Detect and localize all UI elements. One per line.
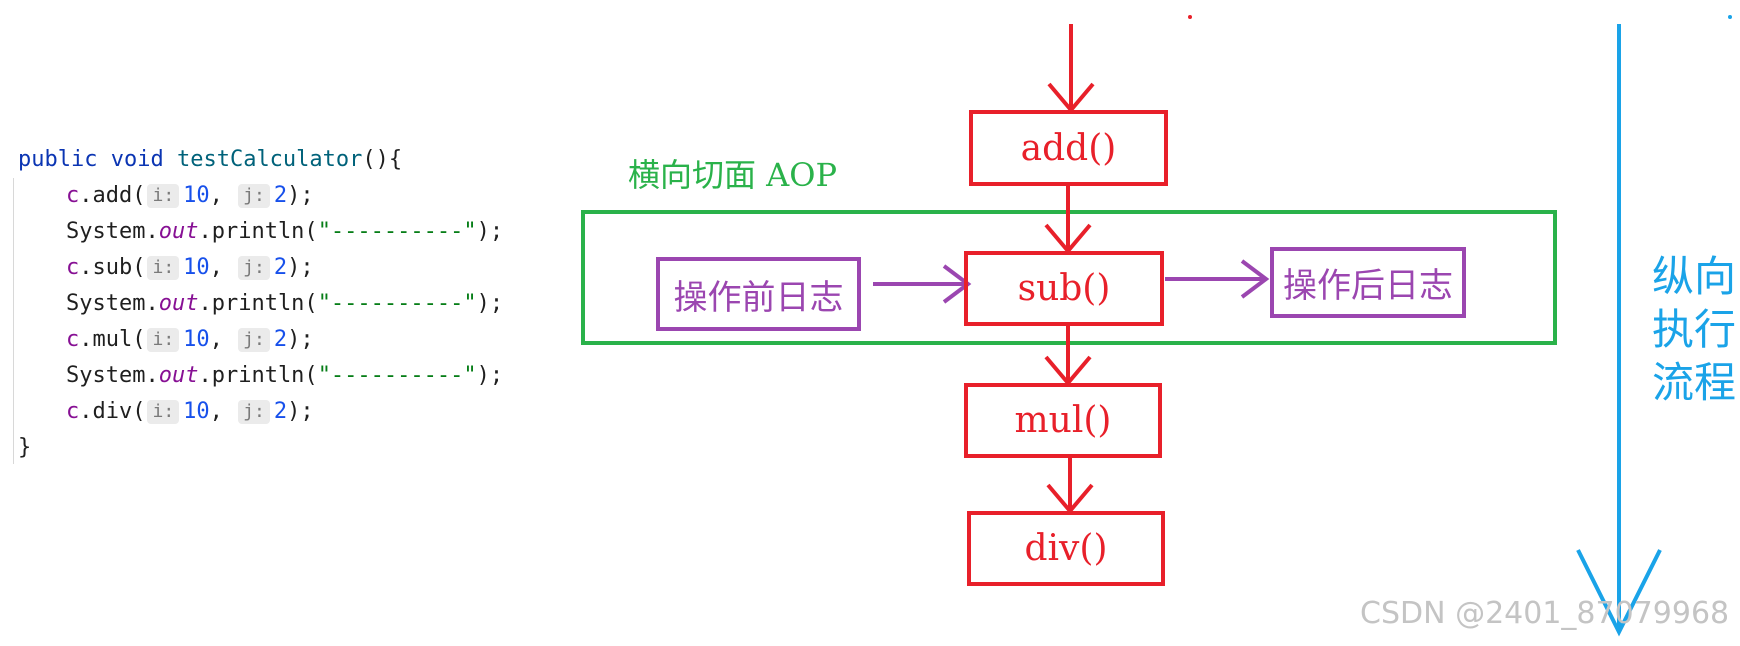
before-log-box: 操作前日志 (656, 257, 861, 331)
code-end: ); (287, 399, 314, 424)
code-obj: c (66, 327, 80, 352)
code-arg: 10 (183, 183, 210, 208)
vertical-label-line: 纵向 (1652, 252, 1737, 301)
code-method: .mul( (79, 327, 146, 352)
execution-arrowhead (1576, 549, 1662, 637)
code-out: out (158, 291, 199, 316)
vertical-label-line: 流程 (1652, 358, 1737, 407)
arrowhead-after (1240, 259, 1270, 299)
sub-box: sub() (964, 251, 1164, 326)
advice-arrows (873, 259, 1270, 304)
watermark: CSDN @2401_87079968 (1360, 596, 1730, 631)
mul-box: mul() (964, 383, 1162, 458)
code-line-sub: c.sub(i:10, j:2); (66, 253, 314, 283)
aspect-label: 横向切面 AOP (628, 156, 838, 194)
execution-flow-arrow (1576, 24, 1662, 637)
code-sep: , (209, 255, 223, 280)
code-println: .println( (198, 219, 318, 244)
code-arg: 2 (273, 327, 288, 352)
param-hint-j: j: (238, 256, 270, 280)
code-arg: 2 (273, 255, 288, 280)
code-obj: c (66, 399, 80, 424)
code-arg: 2 (273, 183, 288, 208)
code-line-div: c.div(i:10, j:2); (66, 397, 314, 427)
code-obj: c (66, 255, 80, 280)
code-arg: 10 (183, 399, 210, 424)
code-arg: 10 (183, 255, 210, 280)
code-println: .println( (198, 291, 318, 316)
code-sep: , (209, 327, 223, 352)
param-hint-i: i: (147, 328, 180, 352)
code-sep: , (209, 399, 223, 424)
code-line-close: } (18, 435, 32, 460)
method-name: testCalculator (176, 147, 363, 172)
code-end: ); (287, 255, 314, 280)
code-line-println: System.out.println("----------"); (66, 361, 503, 391)
param-hint-i: i: (147, 400, 180, 424)
code-string: "----------" (317, 363, 477, 388)
keyword-public: public (18, 147, 98, 172)
code-method: .div( (79, 399, 146, 424)
param-hint-j: j: (238, 328, 270, 352)
code-line-mul: c.mul(i:10, j:2); (66, 325, 314, 355)
code-method: .sub( (79, 255, 146, 280)
after-log-box: 操作后日志 (1270, 247, 1466, 318)
stray-dot-blue (1728, 15, 1732, 19)
code-arg: 2 (273, 399, 288, 424)
code-indent-guide (13, 178, 14, 464)
code-end: ); (287, 183, 314, 208)
code-method: .add( (79, 183, 146, 208)
code-end: ); (476, 363, 504, 388)
param-hint-j: j: (238, 184, 270, 208)
code-string: "----------" (317, 219, 477, 244)
div-box: div() (967, 511, 1165, 586)
code-string: "----------" (317, 291, 477, 316)
code-sep: , (209, 183, 223, 208)
arrowhead-before (942, 264, 972, 304)
signature-rest: (){ (362, 147, 403, 172)
code-line-add: c.add(i:10, j:2); (66, 181, 314, 211)
code-out: out (158, 363, 199, 388)
code-line-println: System.out.println("----------"); (66, 217, 503, 247)
code-line-signature: public void testCalculator(){ (18, 145, 402, 175)
keyword-void: void (110, 147, 164, 172)
code-system: System. (66, 219, 159, 244)
param-hint-i: i: (147, 256, 180, 280)
param-hint-i: i: (147, 184, 180, 208)
code-line-println: System.out.println("----------"); (66, 289, 503, 319)
stray-dot (1188, 15, 1192, 19)
code-out: out (158, 219, 199, 244)
code-end: ); (287, 327, 314, 352)
vertical-flow-label: 纵向 执行 流程 (1652, 250, 1740, 409)
add-box: add() (969, 110, 1168, 186)
code-end: ); (476, 291, 504, 316)
vertical-label-line: 执行 (1652, 305, 1737, 354)
code-obj: c (66, 183, 80, 208)
code-system: System. (66, 363, 159, 388)
code-system: System. (66, 291, 159, 316)
vertical-flow-arrows (1044, 24, 1095, 515)
param-hint-j: j: (238, 400, 270, 424)
code-arg: 10 (183, 327, 210, 352)
code-end: ); (476, 219, 504, 244)
code-println: .println( (198, 363, 318, 388)
